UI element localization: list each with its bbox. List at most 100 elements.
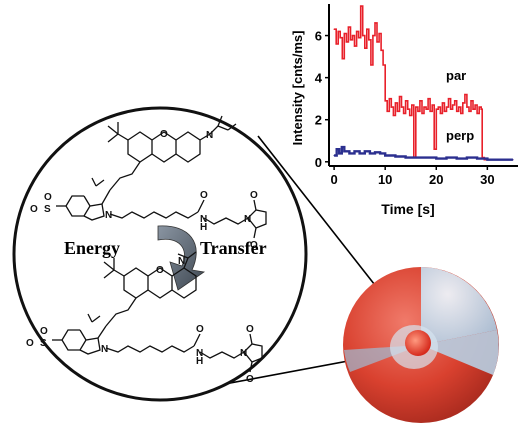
par-annotation: par — [446, 68, 466, 83]
par-data-point — [447, 98, 450, 100]
par-data-point — [392, 114, 394, 117]
y-tick-label: 6 — [315, 29, 322, 44]
par-data-point — [441, 102, 443, 104]
transfer-label: Transfer — [200, 238, 267, 258]
par-trace-line — [334, 5, 513, 161]
par-data-point — [353, 45, 356, 47]
par-data-point — [433, 148, 435, 150]
dye-core — [405, 330, 431, 356]
y-axis-label: Intensity [cnts/ms] — [290, 31, 305, 146]
par-data-point — [368, 39, 370, 41]
atom-o-sulfonate-1: O — [26, 338, 34, 349]
perp-data-point — [336, 148, 338, 150]
par-data-point — [405, 100, 407, 102]
par-data-point — [407, 108, 409, 110]
perp-data-point — [435, 158, 437, 160]
par-data-point — [394, 102, 396, 104]
par-data-point — [480, 108, 482, 110]
par-data-point — [372, 35, 374, 37]
par-data-point — [435, 108, 437, 110]
par-data-point — [429, 110, 431, 112]
atom-o-maleimide-2: O — [246, 374, 254, 385]
par-data-point — [333, 28, 335, 30]
atom-o-maleimide-2: O — [250, 240, 258, 251]
par-data-point — [364, 47, 366, 49]
x-axis-label: Time [s] — [381, 201, 434, 217]
atom-o: O — [156, 265, 164, 276]
perp-data-point — [415, 157, 417, 159]
par-data-point — [419, 100, 421, 102]
par-data-point — [460, 112, 462, 114]
par-data-point — [343, 32, 345, 35]
atom-o-sulfonate-2: O — [44, 192, 52, 203]
molecule-top-atoms: O N N O S O O H N N O O — [30, 129, 258, 251]
perp-annotation: perp — [446, 128, 474, 143]
par-data-point — [400, 106, 403, 108]
dye-molecule-bottom — [52, 251, 263, 373]
par-data-point — [456, 110, 458, 112]
atom-s-sulfonate: S — [44, 204, 51, 215]
perp-data-point — [394, 155, 396, 158]
perp-data-point — [338, 152, 340, 154]
par-data-point — [347, 26, 349, 28]
par-data-point — [454, 100, 456, 102]
par-data-point — [380, 49, 382, 51]
par-data-point — [443, 110, 445, 112]
atom-n-dye: N — [105, 210, 112, 221]
par-data-point — [360, 5, 362, 7]
par-data-point — [370, 64, 372, 66]
perp-data-point — [348, 152, 350, 154]
perp-data-point — [405, 157, 407, 159]
par-data-point — [421, 112, 423, 114]
par-data-point — [470, 100, 472, 102]
par-data-point — [464, 93, 466, 96]
par-data-point — [403, 112, 405, 114]
perp-data-point — [507, 159, 509, 161]
par-data-point — [409, 114, 411, 117]
par-data-point — [466, 106, 468, 108]
par-data-point — [345, 41, 347, 43]
perp-data-point — [466, 157, 468, 159]
perp-data-point — [341, 146, 343, 148]
par-data-point — [382, 64, 384, 66]
perp-data-point — [445, 157, 448, 159]
par-data-point — [411, 104, 413, 106]
par-data-point — [376, 41, 378, 43]
nanoparticle-sphere — [343, 267, 499, 423]
par-data-point — [423, 106, 425, 108]
atom-n-maleimide: N — [240, 348, 247, 359]
perp-data-point — [374, 151, 376, 153]
atom-n-maleimide: N — [244, 214, 251, 225]
perp-data-point — [456, 158, 458, 160]
perp-data-point — [333, 154, 335, 157]
perp-data-point — [497, 159, 499, 161]
magnified-view-circle — [12, 106, 308, 402]
atom-o: O — [160, 129, 168, 140]
chart-axes — [328, 4, 518, 167]
par-data-point — [341, 58, 343, 60]
par-data-point — [398, 96, 401, 98]
par-data-point — [351, 35, 354, 37]
par-data-point — [474, 104, 476, 106]
atom-s-sulfonate: S — [40, 338, 47, 349]
perp-data-point — [343, 150, 345, 152]
atom-n-amide: N — [200, 214, 207, 225]
par-data-point — [339, 37, 341, 39]
atom-h-amide: H — [196, 356, 203, 367]
perp-data-point — [384, 154, 386, 157]
perp-data-point — [425, 157, 427, 159]
par-data-point — [476, 112, 478, 114]
atom-n-amine: N — [178, 256, 185, 267]
par-data-point — [396, 110, 398, 112]
dye-molecule-top — [56, 115, 267, 239]
par-data-point — [452, 104, 454, 106]
x-tick-label: 30 — [480, 172, 494, 187]
par-data-point — [445, 106, 448, 108]
y-tick-label: 0 — [315, 155, 322, 170]
atom-n-amine: N — [206, 130, 213, 141]
perp-series — [333, 145, 514, 161]
par-data-point — [425, 108, 427, 110]
par-data-point — [472, 108, 474, 110]
